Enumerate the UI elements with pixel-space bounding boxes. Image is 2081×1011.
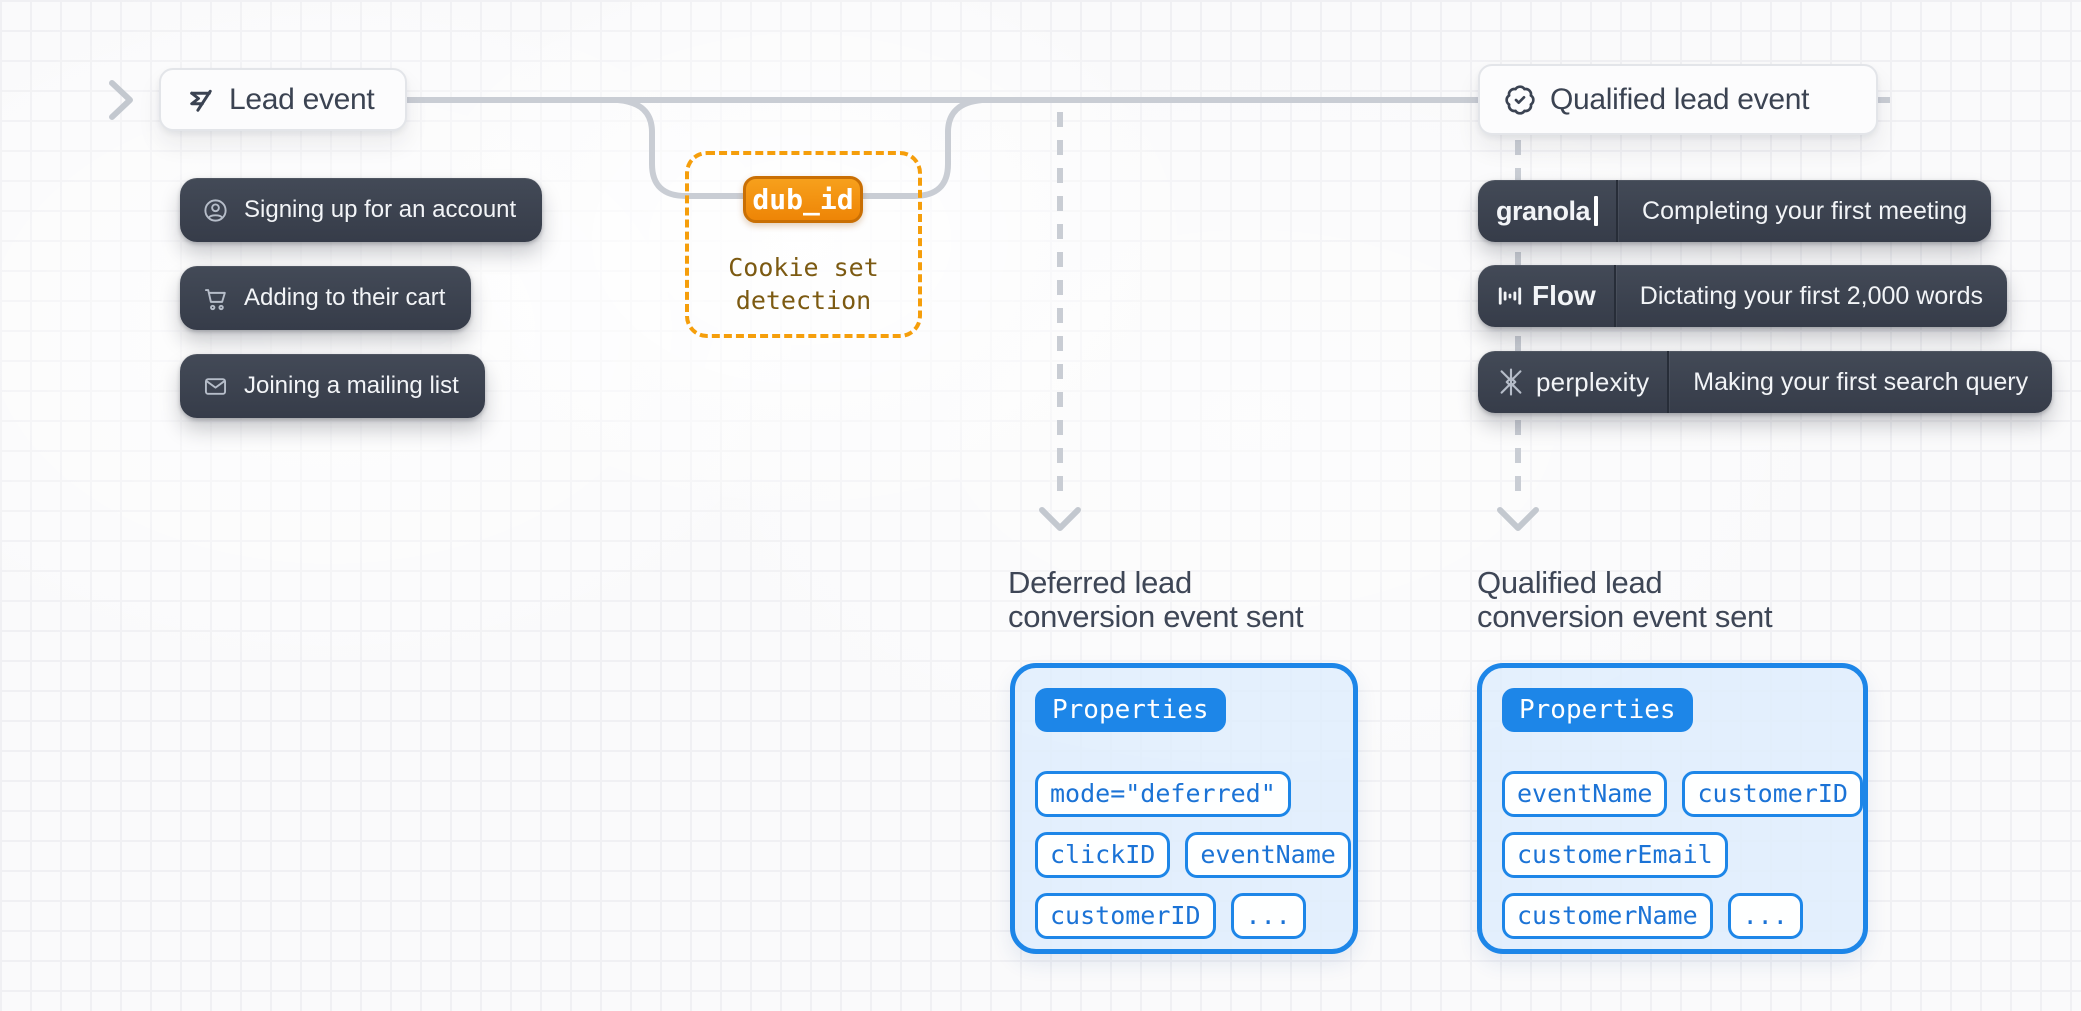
qualified-arrow-head-icon bbox=[1497, 507, 1539, 531]
caption-line: conversion event sent bbox=[1477, 599, 1773, 634]
lead-event-node: Lead event bbox=[159, 68, 407, 131]
qualified-example-label: Completing your first meeting bbox=[1642, 196, 1968, 225]
mail-icon bbox=[204, 377, 227, 395]
lead-example-mailing-pill: Joining a mailing list bbox=[180, 354, 485, 418]
flow-brand: Flow bbox=[1478, 265, 1614, 327]
qualified-example-granola-pill: granola Completing your first meeting bbox=[1478, 180, 1992, 242]
qualified-properties-panel: Properties eventName customerID customer… bbox=[1477, 663, 1868, 954]
deferred-properties-panel: Properties mode="deferred" clickID event… bbox=[1010, 663, 1358, 954]
cart-icon bbox=[204, 288, 226, 310]
qualified-example-perplexity-pill: perplexity Making your first search quer… bbox=[1478, 351, 2053, 413]
caption-line: Deferred lead bbox=[1008, 565, 1192, 600]
flow-brand-label: Flow bbox=[1532, 280, 1596, 311]
qualified-example-label: Making your first search query bbox=[1693, 367, 2029, 396]
lead-example-label: Joining a mailing list bbox=[244, 372, 459, 399]
qualified-conversion-caption: Qualified lead conversion event sent bbox=[1477, 565, 1773, 634]
user-circle-icon bbox=[204, 198, 227, 222]
property-tag: customerEmail bbox=[1502, 832, 1728, 878]
granola-brand: granola bbox=[1478, 180, 1616, 242]
perplexity-brand: perplexity bbox=[1478, 351, 1667, 413]
property-tag: customerID bbox=[1682, 771, 1863, 817]
perplexity-brand-label: perplexity bbox=[1536, 366, 1650, 397]
granola-caret-icon bbox=[1594, 196, 1599, 226]
caption-line: Qualified lead bbox=[1477, 565, 1663, 600]
property-tag: customerName bbox=[1502, 893, 1713, 939]
lead-event-label: Lead event bbox=[229, 82, 375, 116]
deferred-conversion-caption: Deferred lead conversion event sent bbox=[1008, 565, 1304, 634]
lead-example-label: Signing up for an account bbox=[244, 196, 517, 223]
lead-example-cart-pill: Adding to their cart bbox=[180, 266, 472, 330]
flag-icon bbox=[190, 89, 212, 112]
property-tag: ... bbox=[1727, 893, 1803, 939]
properties-badge: Properties bbox=[1035, 688, 1226, 732]
property-tag: customerID bbox=[1035, 893, 1216, 939]
caption-line: conversion event sent bbox=[1008, 599, 1304, 634]
properties-tags: eventName customerID customerEmail custo… bbox=[1502, 771, 1863, 939]
property-tag: clickID bbox=[1035, 832, 1171, 878]
property-tag: mode="deferred" bbox=[1035, 771, 1291, 817]
perplexity-logo-icon bbox=[1500, 368, 1522, 396]
dub-id-badge: dub_id bbox=[743, 176, 863, 223]
lead-example-label: Adding to their cart bbox=[244, 284, 446, 311]
qualified-example-label: Dictating your first 2,000 words bbox=[1639, 281, 1983, 310]
property-tag: ... bbox=[1230, 893, 1306, 939]
flow-logo-icon bbox=[1498, 287, 1522, 305]
properties-tags: mode="deferred" clickID eventName custom… bbox=[1035, 771, 1351, 939]
qualified-lead-event-node: Qualified lead event bbox=[1478, 64, 1878, 135]
cookie-detection-label: Cookie set detection bbox=[728, 253, 879, 315]
lead-example-signup-pill: Signing up for an account bbox=[180, 178, 543, 242]
properties-badge: Properties bbox=[1502, 688, 1693, 732]
qualified-lead-event-label: Qualified lead event bbox=[1550, 82, 1810, 116]
property-tag: eventName bbox=[1502, 771, 1668, 817]
granola-logo-icon: granola bbox=[1496, 195, 1591, 226]
property-tag: eventName bbox=[1185, 832, 1351, 878]
deferred-arrow-head-icon bbox=[1039, 507, 1081, 531]
qualified-example-flow-pill: Flow Dictating your first 2,000 words bbox=[1478, 265, 2007, 327]
badge-check-icon bbox=[1505, 84, 1535, 115]
